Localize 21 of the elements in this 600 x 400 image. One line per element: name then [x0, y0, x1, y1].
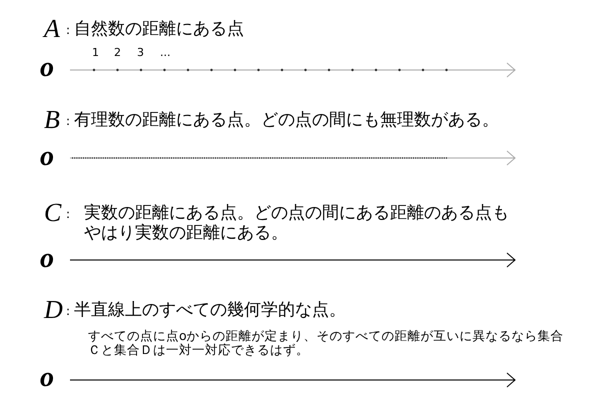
set-description: 自然数の距離にある点 [74, 20, 244, 40]
set-description: 有理数の距離にある点。どの点の間にも無理数がある。 [74, 111, 499, 131]
set-letter: C [44, 198, 62, 228]
colon-mark: : [66, 115, 70, 129]
tick-label: 2 [114, 47, 121, 60]
set-description: 半直線上のすべての幾何学的な点。 [74, 301, 346, 321]
origin-label: o [40, 141, 54, 174]
set-letter: A [44, 14, 60, 44]
set-description: 実数の距離にある点。どの点の間にある距離のある点もやはり実数の距離にある。 [84, 204, 510, 244]
tick-label: 1 [92, 47, 99, 60]
set-letter: B [44, 105, 60, 135]
origin-label: o [40, 52, 54, 84]
colon-mark: : [66, 208, 70, 222]
tick-label: ... [160, 47, 170, 60]
note-text: すべての点に点oからの距離が定まり、そのすべての距離が互いに異なるなら集合Ｃと集合Ｄは一対一対応できるはず。 [88, 329, 565, 358]
set-letter: D [44, 295, 63, 325]
origin-label: o [40, 362, 54, 394]
colon-mark: : [66, 305, 70, 319]
colon-mark: : [66, 24, 70, 38]
tick-label: 3 [137, 47, 144, 60]
origin-label: o [40, 243, 54, 276]
